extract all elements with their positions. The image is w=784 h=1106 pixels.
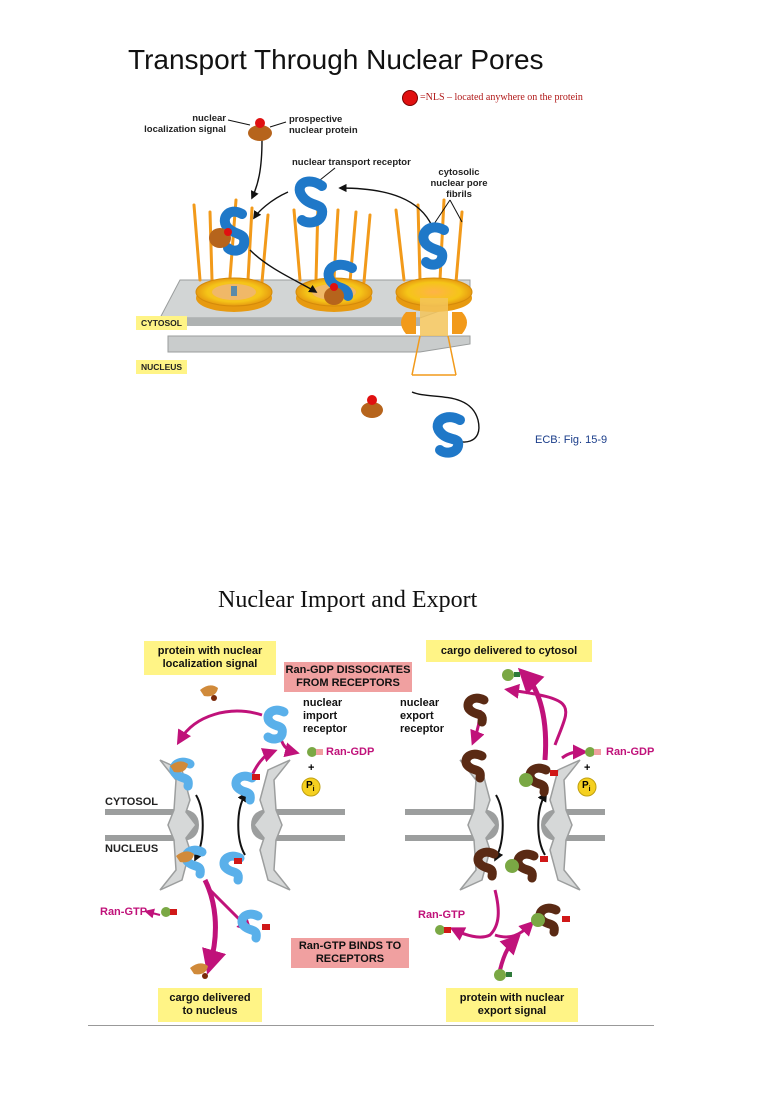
label-export-receptor: nuclear export receptor [400,697,445,735]
label-cytosol-bottom: CYTOSOL [105,796,158,808]
plus-left: + [308,762,315,774]
label-import-receptor: nuclear import receptor [303,697,348,735]
box-nls-protein: protein with nuclear localization signal [144,641,276,675]
plus-right: + [584,762,591,774]
export-receptor-nuc-left [473,847,499,881]
label-ran-gtp-right: Ran-GTP [418,909,466,921]
export-receptor-pore-left [461,749,487,783]
ran-gdp-right-icon [585,747,601,757]
label-ran-gtp-left: Ran-GTP [100,906,148,918]
label-prospective-protein: prospective nuclear protein [289,114,358,136]
box-ran-gdp-dissociates: Ran-GDP DISSOCIATES FROM RECEPTORS [284,662,412,692]
import-cargo-pore [170,761,188,773]
cargo-in-pore [324,283,344,305]
export-cargo-tags [506,672,520,977]
import-receptor-nuc-right [219,851,245,885]
label-transport-receptor: nuclear transport receptor [292,157,411,168]
receptor-bound-left [219,206,250,256]
import-pore-complex [159,759,291,891]
cargo-bound-left [209,228,232,248]
bottom-title: Nuclear Import and Export [218,587,478,613]
figure-caption: ECB: Fig. 15-9 [535,434,608,446]
ran-on-receptor-right [540,770,570,922]
export-membrane [405,809,605,841]
ran-gtp-right-icon [435,925,451,935]
label-ran-gdp-left: Ran-GDP [326,746,375,758]
import-cargo-delivered [190,963,208,979]
import-receptor-cytosol [263,705,289,744]
nls-legend-text: =NLS – located anywhere on the protein [420,92,583,103]
nuclear-pore-transport-illustration [159,118,480,458]
prospective-nuclear-protein [248,118,272,141]
label-pore-fibrils: cytosolic nuclear pore fibrils [430,167,488,200]
export-receptor-pore-right [525,763,551,797]
label-nucleus-bottom: NUCLEUS [105,843,159,855]
import-receptor-nuc-left [181,845,207,879]
free-receptor-top [294,176,328,228]
cargo-released-nucleus [361,395,383,418]
nuclear-pore-3-cutaway [395,277,473,376]
nuclear-pore-1 [195,277,273,312]
tag-nucleus-top: NUCLEUS [136,360,188,374]
box-cargo-nucleus: cargo delivered to nucleus [158,988,262,1022]
pi-right-label: Pi [582,780,591,793]
box-cargo-cytosol: cargo delivered to cytosol [426,640,592,662]
export-receptor-nuc-right [513,849,539,883]
label-nls: nuclear localization signal [144,113,226,135]
nls-legend-dot [402,90,418,106]
tag-cytosol-top: CYTOSOL [136,316,187,330]
box-ran-gtp-binds: Ran-GTP BINDS TO RECEPTORS [291,938,409,968]
export-receptor-cytosol [463,693,489,727]
import-membrane [105,809,345,841]
import-receptor-released [237,909,263,943]
import-receptor-pore-right [231,771,257,805]
export-pore-complex [459,759,581,891]
import-receptor-pore-left [169,757,195,791]
receptor-in-nucleus [432,412,465,458]
receptor-in-pore [323,259,357,301]
bottom-divider [88,1025,654,1026]
top-title: Transport Through Nuclear Pores [128,44,544,75]
receptor-returning [418,222,449,270]
label-ran-gdp-right: Ran-GDP [606,746,655,758]
ran-gdp-left-icon [307,747,323,757]
pi-left-label: Pi [306,780,315,793]
export-cargo-pieces [494,669,545,981]
box-export-signal: protein with nuclear export signal [446,988,578,1022]
ran-on-receptor-left [234,774,270,930]
import-cargo-cytosol [200,685,218,701]
ran-gtp-left-icon [161,907,177,917]
import-cargo-nucleus-pore [176,851,194,863]
nuclear-pore-fibrils [192,198,464,284]
export-receptor-loaded [535,903,561,937]
